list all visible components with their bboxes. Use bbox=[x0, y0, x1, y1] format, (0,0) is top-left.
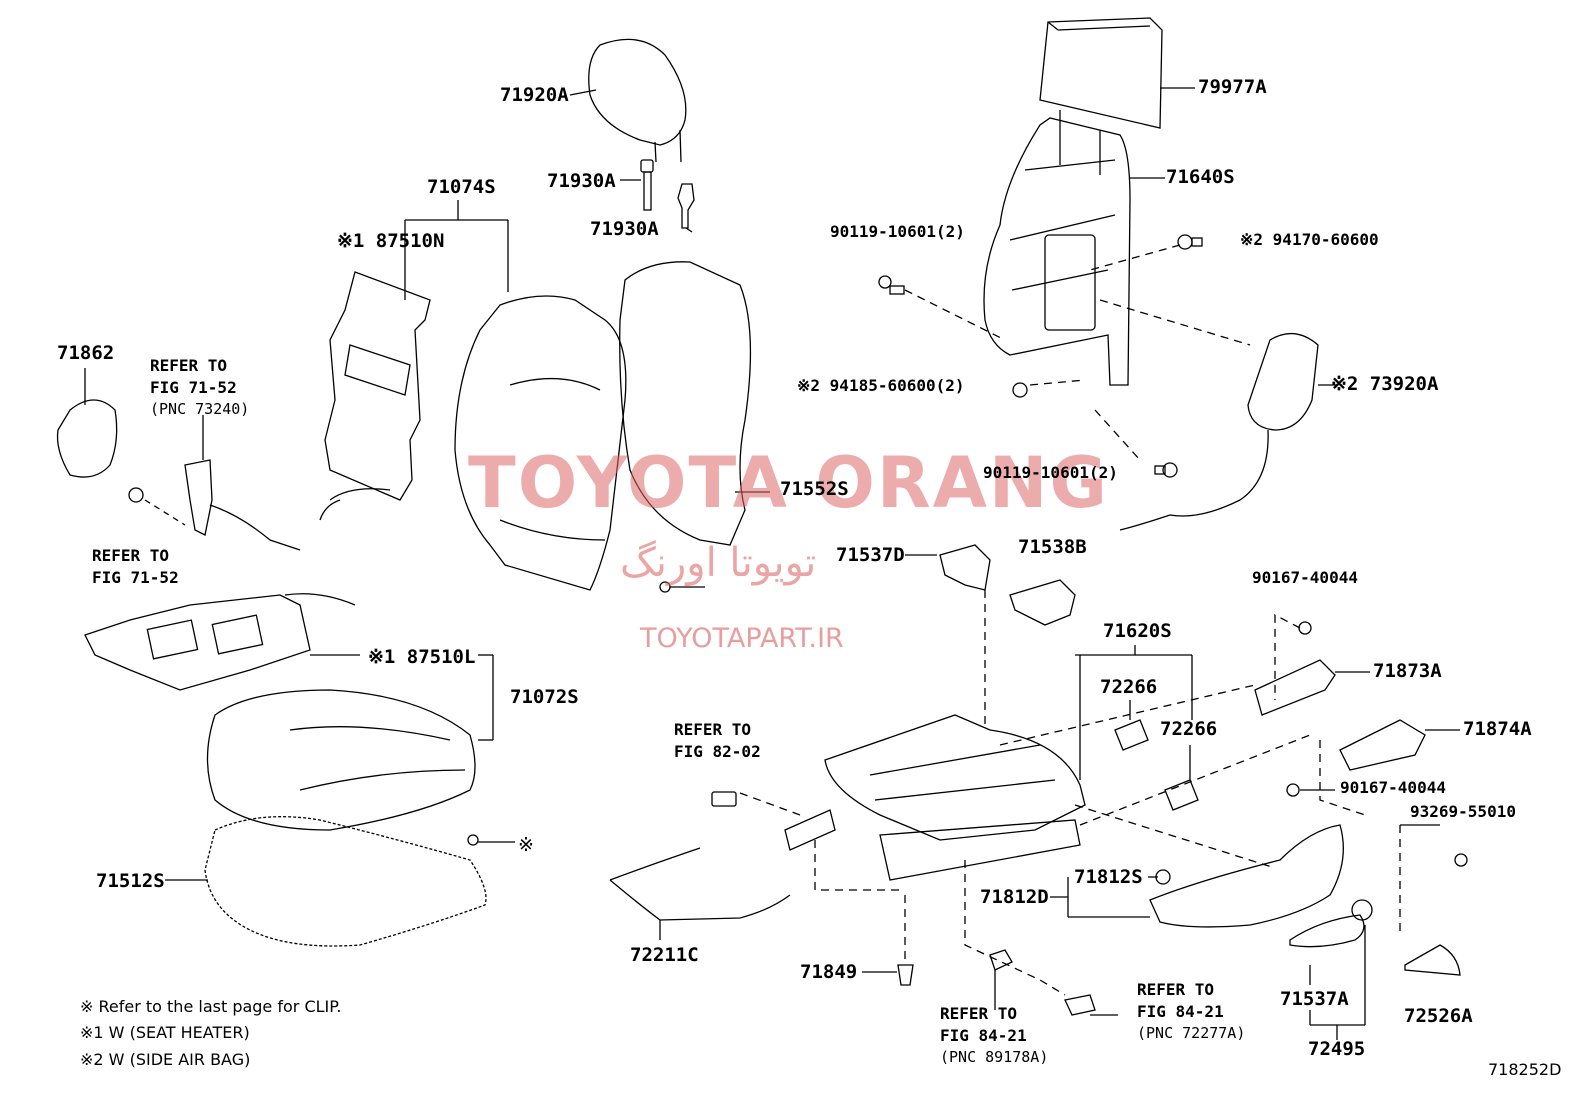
ref1-line3: (PNC 73240) bbox=[150, 400, 250, 418]
label-71874A: 71874A bbox=[1463, 718, 1532, 740]
ref3-line2: FIG 82-02 bbox=[674, 742, 761, 761]
cushion-cover bbox=[206, 654, 494, 831]
clips-72266 bbox=[1114, 700, 1199, 811]
cover-block bbox=[1039, 17, 1195, 129]
seatback-pad bbox=[619, 261, 770, 546]
belt-buckle bbox=[128, 415, 301, 551]
ref5-line1: REFER TO bbox=[1137, 980, 1215, 999]
headrest-guides bbox=[620, 159, 695, 233]
label-71920A: 71920A bbox=[500, 84, 569, 106]
clip-71849 bbox=[862, 964, 914, 986]
seatback-frame bbox=[983, 110, 1165, 386]
label-79977A: 79977A bbox=[1198, 76, 1267, 98]
seatback-cover bbox=[404, 200, 627, 591]
label-71930A-lower: 71930A bbox=[590, 218, 659, 240]
watermark-brand: TOYOTA ORANG bbox=[468, 442, 1109, 524]
ref4-line3: (PNC 89178A) bbox=[940, 1048, 1049, 1066]
side-brackets bbox=[1254, 613, 1460, 816]
watermark-url: TOYOTAPART.IR bbox=[640, 623, 844, 654]
side-airbag bbox=[1119, 333, 1338, 531]
label-71538B: 71538B bbox=[1018, 536, 1087, 558]
brackets bbox=[905, 544, 1076, 626]
label-71862: 71862 bbox=[57, 342, 115, 364]
trim-cover bbox=[56, 368, 118, 478]
connectors bbox=[711, 791, 1118, 1016]
label-90119-upper: 90119-10601(2) bbox=[830, 222, 965, 241]
label-71620S: 71620S bbox=[1103, 620, 1172, 642]
label-90119-lower: 90119-10601(2) bbox=[983, 463, 1118, 482]
label-clip-mark: ※ bbox=[518, 834, 534, 856]
note-clip: ※ Refer to the last page for CLIP. bbox=[80, 997, 342, 1016]
ref4-line1: REFER TO bbox=[940, 1004, 1018, 1023]
watermark-persian: تویوتا اورنگ bbox=[620, 540, 817, 586]
label-71849: 71849 bbox=[800, 961, 858, 983]
label-72266-b: 72266 bbox=[1160, 718, 1218, 740]
screw-93269 bbox=[1399, 824, 1468, 935]
label-71537D: 71537D bbox=[836, 544, 905, 566]
label-71812S: 71812S bbox=[1074, 866, 1143, 888]
label-94170: ※2 94170-60600 bbox=[1240, 230, 1379, 249]
label-72526A: 72526A bbox=[1404, 1005, 1473, 1027]
label-87510L: ※1 87510L bbox=[368, 646, 476, 668]
heater-mat-cushion bbox=[84, 593, 360, 691]
ref3-line1: REFER TO bbox=[674, 720, 752, 739]
label-71537A: 71537A bbox=[1280, 988, 1349, 1010]
label-71812D: 71812D bbox=[980, 886, 1049, 908]
note-side-airbag: ※2 W (SIDE AIR BAG) bbox=[80, 1050, 251, 1069]
ref1-line1: REFER TO bbox=[150, 356, 228, 375]
label-93269: 93269-55010 bbox=[1410, 802, 1516, 821]
ref2-line1: REFER TO bbox=[92, 546, 170, 565]
label-72211C: 72211C bbox=[630, 944, 699, 966]
seat-cushion-frame bbox=[739, 590, 1311, 996]
heater-mat-back bbox=[319, 271, 431, 521]
label-87510N: ※1 87510N bbox=[337, 230, 445, 252]
wire-72211C bbox=[609, 847, 791, 940]
figure-id: 718252D bbox=[1488, 1060, 1562, 1079]
label-73920A: ※2 73920A bbox=[1331, 373, 1439, 395]
label-72495: 72495 bbox=[1308, 1038, 1366, 1060]
ref2-line2: FIG 71-52 bbox=[92, 568, 179, 587]
label-71552S: 71552S bbox=[780, 478, 849, 500]
ref1-line2: FIG 71-52 bbox=[150, 378, 237, 397]
label-90167-upper: 90167-40044 bbox=[1252, 568, 1358, 587]
cushion-pad bbox=[165, 581, 705, 947]
label-71072S: 71072S bbox=[510, 686, 579, 708]
label-72266-a: 72266 bbox=[1100, 676, 1158, 698]
side-shield bbox=[1050, 824, 1344, 928]
label-71873A: 71873A bbox=[1373, 660, 1442, 682]
label-71512S: 71512S bbox=[96, 870, 165, 892]
note-seat-heater: ※1 W (SEAT HEATER) bbox=[80, 1023, 250, 1042]
label-71930A-upper: 71930A bbox=[547, 170, 616, 192]
headrest-drawing bbox=[569, 38, 687, 163]
label-90167-lower: 90167-40044 bbox=[1340, 778, 1446, 797]
bolts bbox=[878, 234, 1251, 478]
ref5-line3: (PNC 72277A) bbox=[1137, 1024, 1246, 1042]
ref4-line2: FIG 84-21 bbox=[940, 1026, 1027, 1045]
knob-cover bbox=[1289, 899, 1461, 1040]
label-71640S: 71640S bbox=[1166, 166, 1235, 188]
label-94185: ※2 94185-60600(2) bbox=[797, 376, 965, 395]
label-71074S: 71074S bbox=[427, 176, 496, 198]
ref5-line2: FIG 84-21 bbox=[1137, 1002, 1224, 1021]
